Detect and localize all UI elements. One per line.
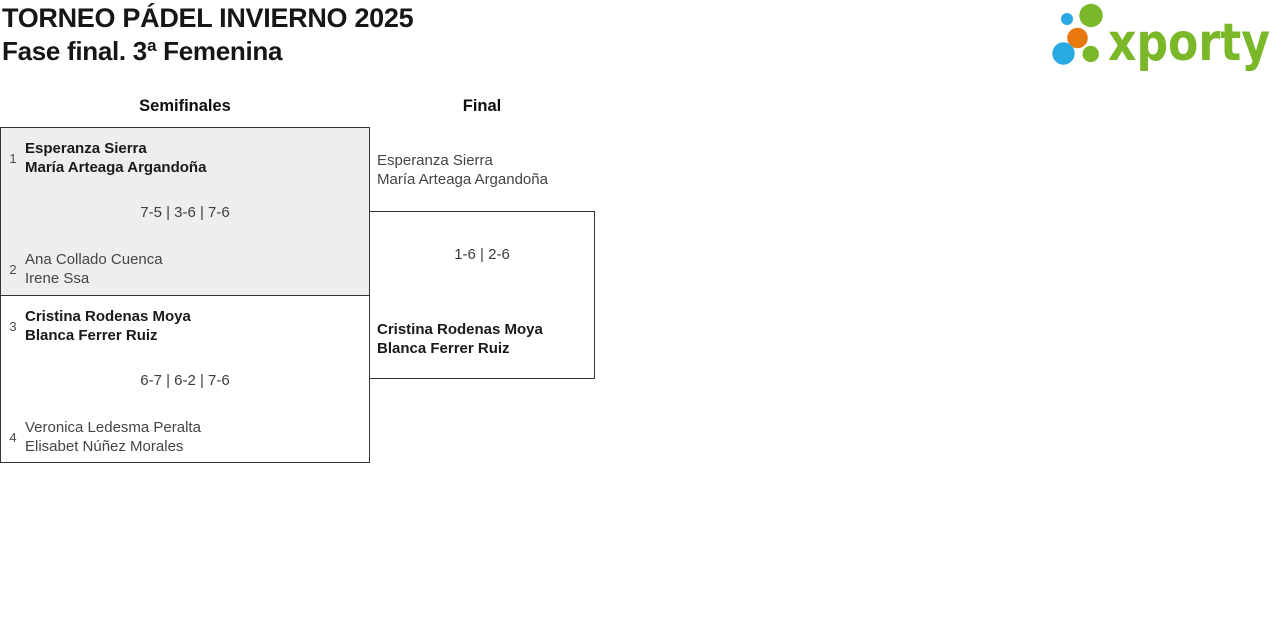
player-name: Cristina Rodenas Moya [377,321,543,338]
xporty-logo-icon: xporty [1052,3,1270,73]
page-subtitle: Fase final. 3ª Femenina [2,36,283,66]
final-team-bottom: Cristina Rodenas Moya Blanca Ferrer Ruiz [377,320,543,358]
player-name: Cristina Rodenas Moya [25,308,191,325]
match-box-semifinal-2: 3 Cristina Rodenas Moya Blanca Ferrer Ru… [0,295,370,463]
team-seed: 1 [9,150,17,166]
match-score: 7-5 | 3-6 | 7-6 [140,204,230,221]
player-name: Irene Ssa [25,270,90,287]
team-row: 2 Ana Collado Cuenca Irene Ssa [6,250,163,288]
player-name: María Arteaga Argandoña [25,159,207,176]
player-name: Blanca Ferrer Ruiz [25,327,158,344]
team-seed: 4 [9,429,17,445]
round-header-semifinales: Semifinales [139,97,231,115]
team-players: Veronica Ledesma Peralta Elisabet Núñez … [25,418,201,456]
match-score: 6-7 | 6-2 | 7-6 [140,372,230,389]
team-players: Esperanza Sierra María Arteaga Argandoña [25,139,206,177]
player-name: Esperanza Sierra [377,152,493,169]
player-name: Veronica Ledesma Peralta [25,419,201,436]
match-box-final: 1-6 | 2-6 Cristina Rodenas Moya Blanca F… [369,211,595,379]
team-seed: 2 [9,261,17,277]
match-box-semifinal-1: 1 Esperanza Sierra María Arteaga Argando… [0,127,370,296]
team-players: Cristina Rodenas Moya Blanca Ferrer Ruiz [25,307,191,345]
team-players: Cristina Rodenas Moya Blanca Ferrer Ruiz [377,320,543,358]
player-name: Ana Collado Cuenca [25,251,163,268]
round-header-final: Final [462,97,502,115]
player-name: Esperanza Sierra [25,140,147,157]
team-row: 4 Veronica Ledesma Peralta Elisabet Núñe… [6,418,201,456]
team-row: 3 Cristina Rodenas Moya Blanca Ferrer Ru… [6,307,191,345]
match-score: 1-6 | 2-6 [454,246,510,263]
team-row: 1 Esperanza Sierra María Arteaga Argando… [6,139,206,177]
team-players: Esperanza Sierra María Arteaga Argandoña [377,151,548,189]
xporty-logo[interactable]: xporty [1048,0,1280,78]
team-players: Ana Collado Cuenca Irene Ssa [25,250,163,288]
team-seed: 3 [9,318,17,334]
player-name: Blanca Ferrer Ruiz [377,340,510,357]
page-title: TORNEO PÁDEL INVIERNO 2025 [2,3,414,33]
player-name: María Arteaga Argandoña [377,171,548,188]
xporty-wordmark: xporty [1108,13,1270,73]
final-team-top: Esperanza Sierra María Arteaga Argandoña [377,151,548,189]
player-name: Elisabet Núñez Morales [25,438,184,455]
